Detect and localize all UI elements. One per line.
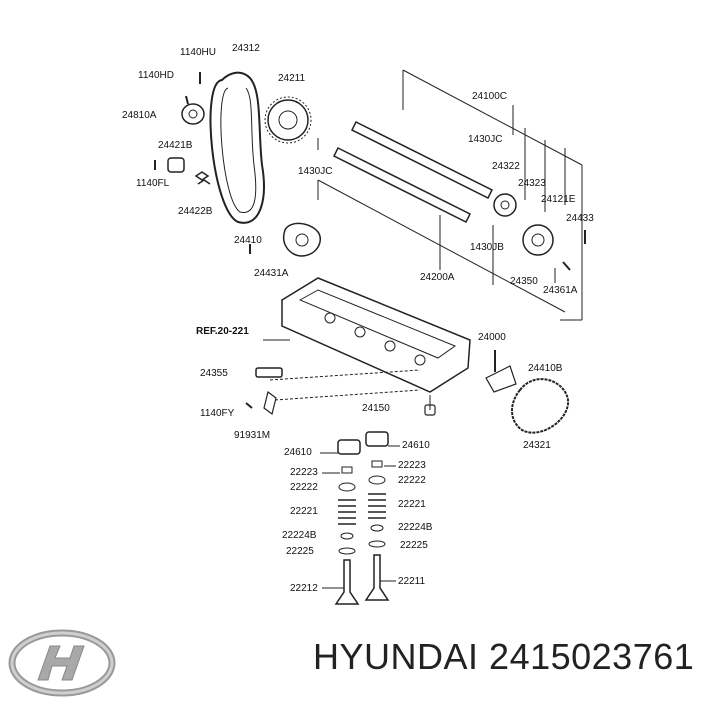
camshaft-icon <box>350 120 494 200</box>
callout-label: 22212 <box>290 583 318 594</box>
callout-label: 22221 <box>290 506 318 517</box>
callout-label: 22224B <box>282 530 317 541</box>
tappet-icon <box>365 431 389 447</box>
callout-label: 24422B <box>178 206 213 217</box>
valve-cotter-icon <box>371 460 383 468</box>
chain-tensioner-icon <box>485 365 517 393</box>
cam-sprocket-hub <box>278 110 298 130</box>
callout-label: 24421B <box>158 140 193 151</box>
callout-label: 24433 <box>566 213 594 224</box>
callout-label: 24410B <box>528 363 563 374</box>
callout-label: 1430JC <box>298 166 333 177</box>
callout-label: 1140FL <box>136 178 170 189</box>
spring-seat-icon <box>368 540 386 548</box>
callout-label: 1430JC <box>468 134 503 145</box>
callout-label: 22211 <box>398 576 426 587</box>
sprocket-icon <box>493 193 517 217</box>
spring-retainer-icon <box>368 475 386 485</box>
valve-seal-icon <box>370 524 384 532</box>
brand-name: HYUNDAI <box>313 636 479 677</box>
callout-label: 22222 <box>290 482 318 493</box>
callout-label: 24322 <box>492 161 520 172</box>
callout-label: 24312 <box>232 43 260 54</box>
callout-label: 24150 <box>362 403 390 414</box>
callout-label: 24321 <box>523 440 551 451</box>
phaser-icon <box>522 224 554 256</box>
callout-label: 24200A <box>420 272 455 283</box>
callout-label: 22223 <box>290 467 318 478</box>
sleeve-icon <box>167 157 185 173</box>
leader-line <box>269 369 421 381</box>
hyundai-logo-icon <box>8 629 116 697</box>
cylinder-head-port <box>384 340 396 352</box>
part-number: 2415023761 <box>489 636 695 677</box>
valve-icon <box>334 559 360 605</box>
cam-sprocket-teeth <box>264 96 312 144</box>
cylinder-head-detail <box>298 289 457 359</box>
tensioner-icon <box>283 222 322 257</box>
spring-retainer-icon <box>338 482 356 492</box>
callout-label: 91931M <box>234 430 271 441</box>
callout-label: 22222 <box>398 475 426 486</box>
valve-icon <box>364 554 390 601</box>
camshaft-icon <box>332 146 472 224</box>
timing-belt-icon <box>209 71 265 224</box>
callout-label: 24323 <box>518 178 546 189</box>
spring-icon <box>194 171 211 185</box>
callout-label: 22223 <box>398 460 426 471</box>
leader-line <box>402 69 583 166</box>
callout-label: 22225 <box>286 546 314 557</box>
callout-label: 24361A <box>543 285 578 296</box>
timing-belt-inner <box>220 87 257 213</box>
callout-label: 24350 <box>510 276 538 287</box>
callout-label: 24100C <box>472 91 508 102</box>
bolt-icon <box>185 95 189 105</box>
cam-sprocket-icon <box>267 99 309 141</box>
callout-label: 24000 <box>478 332 506 343</box>
callout-label: 24211 <box>278 73 306 84</box>
timing-chain-icon <box>511 378 570 434</box>
tappet-icon <box>337 439 361 455</box>
callout-label: 24410 <box>234 235 262 246</box>
callout-label: 1140FY <box>200 408 235 419</box>
callout-label: 24121E <box>541 194 576 205</box>
sprocket-hub <box>500 200 510 210</box>
bracket-icon <box>263 390 277 416</box>
cylinder-head-port <box>324 312 336 324</box>
bolt-icon <box>245 402 253 409</box>
leader-line <box>317 179 566 313</box>
valve-cotter-icon <box>341 466 353 474</box>
callout-label: 1430JB <box>470 242 504 253</box>
callout-label: 24431A <box>254 268 289 279</box>
spring-seat-icon <box>338 547 356 555</box>
cylinder-head-icon <box>281 277 471 393</box>
bolt-icon <box>562 261 571 271</box>
idler-pulley-icon <box>181 103 205 125</box>
callout-label: 24610 <box>284 447 312 458</box>
brand-caption: HYUNDAI 2415023761 <box>313 636 694 678</box>
cylinder-head-port <box>354 326 366 338</box>
callout-label: 22225 <box>400 540 428 551</box>
idler-pulley-hub <box>188 109 198 119</box>
reference-label: REF.20-221 <box>196 326 249 337</box>
valve-seal-icon <box>340 532 354 540</box>
callout-label: 22221 <box>398 499 426 510</box>
oil-control-valve-icon <box>255 367 283 378</box>
callout-label: 24355 <box>200 368 228 379</box>
plug-icon <box>424 404 436 416</box>
tensioner-hub <box>295 233 309 247</box>
callout-label: 1140HU <box>180 47 216 58</box>
valve-spring-icon <box>368 493 386 519</box>
callout-label: 24610 <box>402 440 430 451</box>
cylinder-head-port <box>414 354 426 366</box>
phaser-hub <box>531 233 545 247</box>
valve-spring-icon <box>338 499 356 525</box>
callout-label: 1140HD <box>138 70 174 81</box>
callout-label: 22224B <box>398 522 433 533</box>
leader-line <box>274 389 421 401</box>
callout-label: 24810A <box>122 110 157 121</box>
